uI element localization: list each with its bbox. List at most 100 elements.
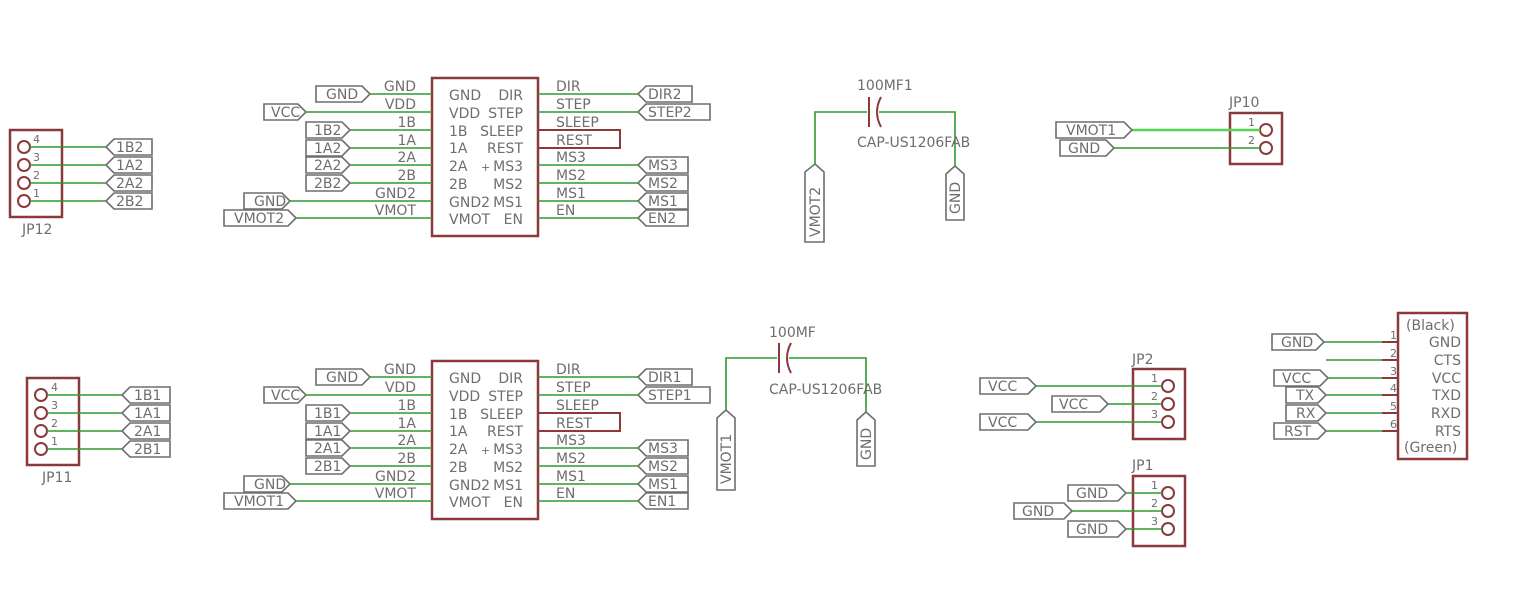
net-label: VMOT bbox=[375, 486, 417, 502]
net-flag bbox=[223, 492, 298, 510]
pin-label: EN bbox=[504, 495, 523, 511]
net-flag bbox=[305, 404, 352, 422]
pin-label: VDD bbox=[449, 106, 480, 122]
net-flag-label: GND bbox=[326, 87, 358, 103]
net-flag bbox=[305, 156, 352, 174]
net-flag bbox=[636, 85, 693, 103]
net-flag-label: GND bbox=[859, 428, 875, 460]
sleep-rest-link bbox=[538, 412, 621, 432]
jp11-pin-num: 3 bbox=[51, 399, 58, 412]
jp2-pin-num: 1 bbox=[1151, 372, 1158, 385]
net-label: 1B bbox=[397, 398, 416, 414]
pin-label: MS2 bbox=[493, 177, 523, 193]
net-flag bbox=[636, 492, 689, 510]
net-label: VDD bbox=[385, 97, 416, 113]
net-flag bbox=[636, 475, 689, 493]
net-flag bbox=[636, 174, 689, 192]
net-flag-label: VCC bbox=[271, 388, 300, 404]
net-label: EN bbox=[556, 203, 575, 219]
net-flag-label: VCC bbox=[1282, 371, 1311, 387]
jp11-pin-num: 2 bbox=[51, 417, 58, 430]
net-flag-label: STEP1 bbox=[648, 388, 692, 404]
net-flag bbox=[305, 457, 352, 475]
pin-label: GND bbox=[449, 371, 481, 387]
cap-value: CAP-US1206FAB bbox=[769, 382, 882, 398]
net-flag bbox=[243, 192, 292, 210]
wire bbox=[814, 111, 867, 166]
jp12-pin-num: 2 bbox=[33, 169, 40, 182]
net-flag-label: VMOT2 bbox=[808, 187, 824, 237]
net-flag bbox=[305, 139, 352, 157]
pin-label: MS3 bbox=[493, 159, 523, 175]
ftdi-pin-num: 6 bbox=[1390, 418, 1397, 431]
net-flag-label: GND bbox=[1281, 335, 1313, 351]
net-flag bbox=[1013, 502, 1074, 520]
net-flag-label: 2A1 bbox=[134, 424, 161, 440]
net-flag-label: 2A2 bbox=[116, 176, 143, 192]
net-flag-label: VCC bbox=[988, 415, 1017, 431]
net-label: MS1 bbox=[556, 186, 586, 202]
wire bbox=[725, 357, 777, 412]
net-flag-label: VMOT2 bbox=[234, 211, 284, 227]
net-flag-label: GND bbox=[1076, 522, 1108, 538]
net-flag bbox=[636, 368, 693, 386]
jp1-pin-3 bbox=[1161, 522, 1175, 536]
jp11-body bbox=[25, 376, 81, 467]
junction-mark: + bbox=[481, 444, 490, 457]
jp12-pin-num: 4 bbox=[33, 133, 40, 146]
ftdi-bottom-label: (Green) bbox=[1404, 440, 1457, 456]
jp1-name: JP1 bbox=[1131, 458, 1153, 474]
net-label: STEP bbox=[556, 380, 591, 396]
net-flag-label: GND bbox=[1068, 141, 1100, 157]
jp1-pin-num: 1 bbox=[1151, 479, 1158, 492]
net-flag bbox=[636, 209, 689, 227]
jp11-pin-1 bbox=[34, 442, 48, 456]
pin-label: STEP bbox=[488, 389, 523, 405]
net-flag bbox=[1285, 404, 1328, 422]
jp2-pin-3 bbox=[1161, 415, 1175, 429]
jp12-pin-num: 3 bbox=[33, 151, 40, 164]
net-flag-label: 2A2 bbox=[314, 158, 341, 174]
ftdi-signal: VCC bbox=[1432, 371, 1461, 387]
net-label: 2A bbox=[398, 150, 417, 166]
net-flag bbox=[104, 156, 153, 174]
capacitor-100mf1: 100MF1 CAP-US1206FAB VMOT2 GND bbox=[804, 78, 970, 243]
pin-label: 1B bbox=[449, 124, 468, 140]
net-flag-label: 1B2 bbox=[314, 123, 341, 139]
pin-label: 1B bbox=[449, 407, 468, 423]
jp2-pin-1 bbox=[1161, 379, 1175, 393]
net-label: 1B bbox=[397, 115, 416, 131]
pin-label: 2B bbox=[449, 177, 468, 193]
ftdi-pin-num: 4 bbox=[1390, 382, 1397, 395]
net-flag-label: GND bbox=[1022, 504, 1054, 520]
pin-label: 2A bbox=[449, 159, 468, 175]
net-flag bbox=[856, 410, 876, 467]
pin-label: 1A bbox=[449, 424, 468, 440]
connector-jp11: 4 3 2 1 1B1 1A1 2A1 2B1 JP11 bbox=[25, 376, 171, 486]
jp10-pin-num: 1 bbox=[1248, 116, 1255, 129]
ftdi-body bbox=[1396, 311, 1469, 461]
net-flag-label: TX bbox=[1295, 388, 1315, 404]
net-flag-label: DIR1 bbox=[648, 370, 682, 386]
jp12-pin-4 bbox=[17, 140, 31, 154]
pin-label: 1A bbox=[449, 141, 468, 157]
ftdi-signal: CTS bbox=[1434, 353, 1461, 369]
jp12-pin-num: 1 bbox=[33, 187, 40, 200]
net-flag-label: 2B2 bbox=[116, 194, 143, 210]
net-flag bbox=[263, 386, 308, 404]
jp11-pin-3 bbox=[34, 406, 48, 420]
pin-label: VDD bbox=[449, 389, 480, 405]
net-flag bbox=[104, 138, 153, 156]
net-flag-label: RST bbox=[1284, 424, 1312, 440]
jp12-name: JP12 bbox=[21, 222, 52, 238]
net-label: MS2 bbox=[556, 451, 586, 467]
net-flag-label: MS1 bbox=[648, 477, 678, 493]
pin-label: MS1 bbox=[493, 195, 523, 211]
net-flag bbox=[120, 404, 171, 422]
net-flag bbox=[243, 475, 292, 493]
net-flag-label: 1B2 bbox=[116, 140, 143, 156]
net-label: 2B bbox=[397, 168, 416, 184]
ftdi-pin-num: 1 bbox=[1390, 329, 1397, 342]
pin-label: 2A bbox=[449, 442, 468, 458]
net-flag bbox=[263, 103, 308, 121]
